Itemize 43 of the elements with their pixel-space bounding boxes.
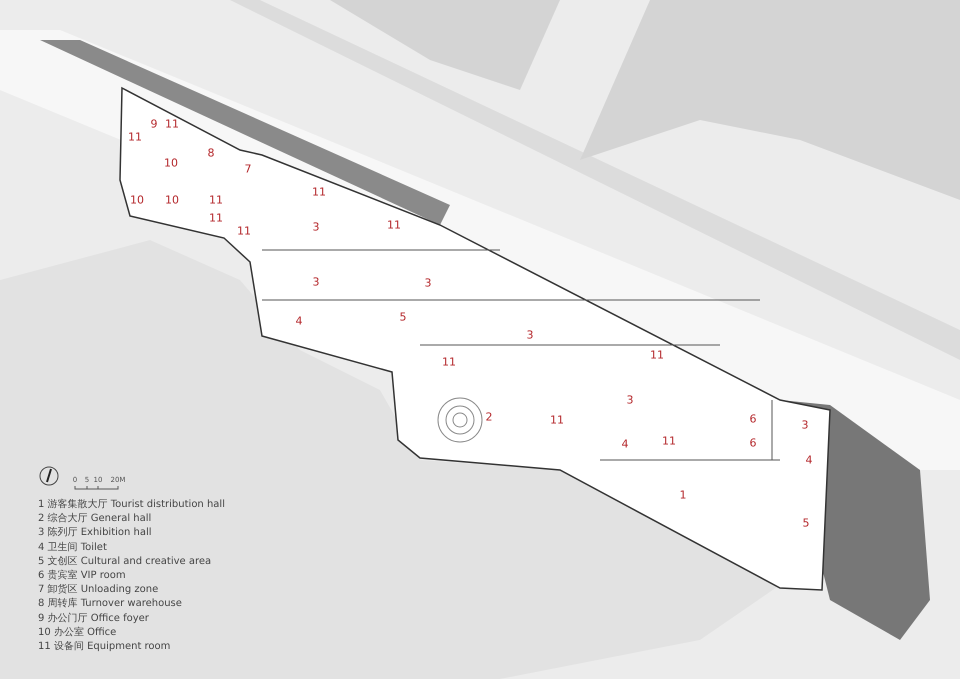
room-number: 6 bbox=[750, 438, 756, 448]
room-number: 11 bbox=[237, 226, 251, 236]
room-number: 10 bbox=[165, 194, 179, 206]
room-number: 3 bbox=[312, 222, 320, 232]
room-number: 11 bbox=[650, 350, 664, 360]
room-number: 1 bbox=[680, 490, 686, 500]
room-number: 11 bbox=[442, 356, 456, 368]
room-number: 11 bbox=[387, 220, 401, 230]
room-number: 2 bbox=[486, 412, 492, 422]
key-entry: 11 设备间 Equipment room bbox=[38, 642, 170, 652]
room-number: 4 bbox=[806, 454, 812, 466]
room-number: 5 bbox=[400, 312, 406, 322]
key-entry: 6 贵宾室 VIP room bbox=[38, 571, 126, 581]
room-number: 7 bbox=[244, 164, 252, 174]
key-entry: 7 卸货区 Unloading zone bbox=[38, 585, 158, 596]
room-number: 11 bbox=[128, 132, 142, 142]
key-entry: 8 周转库 Turnover warehouse bbox=[38, 599, 182, 610]
room-number: 5 bbox=[802, 518, 810, 528]
room-number: 4 bbox=[622, 438, 628, 450]
room-number: 11 bbox=[312, 186, 326, 198]
room-number: 3 bbox=[312, 276, 320, 288]
room-number: 8 bbox=[208, 148, 214, 158]
room-number: 10 bbox=[130, 194, 144, 206]
room-number: 4 bbox=[296, 316, 302, 326]
key-entry: 5 文创区 Cultural and creative area bbox=[38, 556, 212, 567]
room-number: 11 bbox=[209, 212, 223, 224]
room-number: 3 bbox=[802, 420, 808, 430]
room-number: 11 bbox=[662, 436, 676, 446]
room-number: 9 bbox=[150, 118, 158, 130]
key-entry: 3 陈列厅 Exhibition hall bbox=[38, 528, 152, 538]
key-entry: 1 游客集散大厅 Tourist distribution hall bbox=[38, 500, 225, 510]
key-entry: 2 综合大厅 General hall bbox=[38, 514, 152, 524]
room-number: 10 bbox=[164, 158, 178, 168]
room-number: 11 bbox=[209, 194, 223, 206]
key-entry: 4 卫生间 Toilet bbox=[38, 542, 107, 553]
room-number: 6 bbox=[750, 414, 756, 424]
key-entry: 9 办公门厅 Office foyer bbox=[38, 614, 149, 624]
room-number: 3 bbox=[424, 278, 432, 288]
room-number: 3 bbox=[526, 330, 534, 340]
room-number: 11 bbox=[550, 414, 564, 426]
room-number: 3 bbox=[626, 394, 634, 406]
room-number: 11 bbox=[165, 118, 179, 130]
key-entry: 10 办公室 Office bbox=[38, 628, 116, 638]
